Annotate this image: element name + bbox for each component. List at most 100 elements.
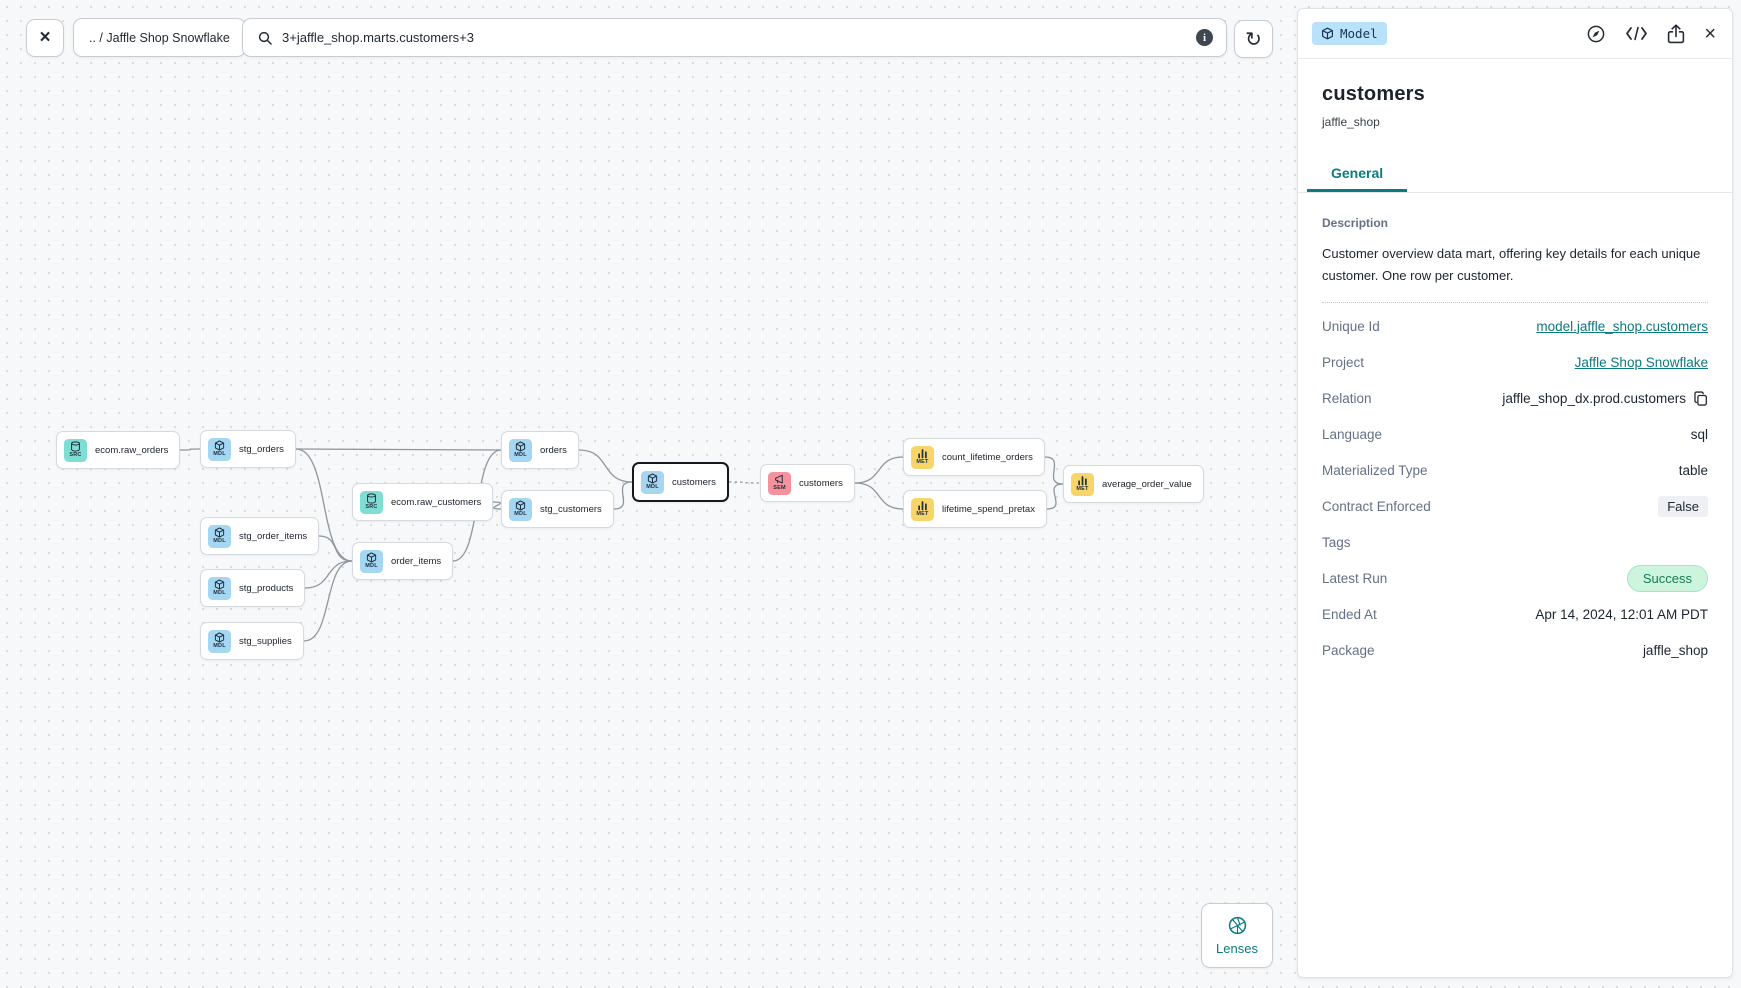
edge-lifetime_spend_pretax-to-average_order_value: [1046, 483, 1064, 510]
dag-node-label: lifetime_spend_pretax: [942, 503, 1035, 515]
dag-node-count_lifetime_orders[interactable]: MET count_lifetime_orders: [903, 438, 1045, 476]
breadcrumb-label: .. / Jaffle Shop Snowflake: [89, 30, 230, 45]
info-icon[interactable]: i: [1196, 29, 1213, 46]
cube-icon: MDL: [208, 524, 231, 548]
cube-icon: MDL: [641, 470, 664, 494]
model-kind-label: Model: [1340, 26, 1378, 41]
edge-raw_customers-to-stg_customers: [492, 501, 502, 510]
edge-stg_orders-to-orders: [295, 448, 502, 451]
cube-icon: [1321, 27, 1334, 40]
megaphone-icon: SEM: [768, 471, 791, 495]
edge-customers_sem-to-lifetime_spend_pretax: [854, 482, 904, 510]
dag-node-label: count_lifetime_orders: [942, 451, 1033, 463]
code-icon[interactable]: [1625, 26, 1648, 41]
close-lineage-button[interactable]: ×: [26, 19, 64, 57]
dag-node-label: average_order_value: [1102, 478, 1192, 490]
close-icon: ×: [39, 27, 51, 48]
bar-chart-icon: MET: [911, 497, 934, 521]
field-label-project: Project: [1322, 354, 1365, 370]
dag-node-label: stg_orders: [239, 443, 284, 455]
copy-icon[interactable]: [1693, 391, 1708, 406]
cube-icon: MDL: [208, 437, 231, 461]
dag-node-label: order_items: [391, 555, 442, 567]
field-row-project: Project Jaffle Shop Snowflake: [1322, 344, 1708, 380]
edge-customers_sem-to-count_lifetime_orders: [854, 456, 904, 484]
edge-orders-to-customers: [578, 449, 633, 483]
dag-node-lifetime_spend_pretax[interactable]: MET lifetime_spend_pretax: [903, 490, 1047, 528]
cube-icon: MDL: [509, 438, 532, 462]
lenses-label: Lenses: [1216, 941, 1258, 956]
dag-node-label: stg_supplies: [239, 635, 292, 647]
edge-stg_order_items-to-order_items: [318, 535, 353, 562]
dag-node-stg_supplies[interactable]: MDL stg_supplies: [200, 622, 304, 660]
edge-stg_orders-to-order_items: [295, 448, 353, 562]
edge-customers-to-customers_sem: [728, 481, 761, 484]
refresh-button[interactable]: ↻: [1234, 20, 1273, 58]
bar-chart-icon: MET: [1071, 472, 1094, 496]
cube-icon: MDL: [208, 576, 231, 600]
field-value-contract-enforced: False: [1658, 495, 1708, 517]
close-icon[interactable]: ×: [1704, 22, 1716, 45]
edge-raw_orders-to-stg_orders: [179, 448, 201, 451]
aperture-icon: [1227, 915, 1248, 936]
details-panel: Model × customers jaffle_shop General De…: [1297, 8, 1733, 978]
dag-node-stg_order_items[interactable]: MDL stg_order_items: [200, 517, 320, 555]
field-label-ended-at: Ended At: [1322, 606, 1377, 622]
compass-icon[interactable]: [1586, 24, 1606, 44]
dag-node-label: ecom.raw_customers: [391, 496, 482, 508]
cube-icon: MDL: [509, 497, 532, 521]
field-label-materialized-type: Materialized Type: [1322, 462, 1428, 478]
dag-node-label: ecom.raw_orders: [95, 444, 169, 456]
refresh-icon: ↻: [1245, 28, 1262, 51]
page-subtitle: jaffle_shop: [1322, 115, 1380, 129]
field-link-unique-id[interactable]: model.jaffle_shop.customers: [1536, 318, 1708, 334]
field-label-latest-run: Latest Run: [1322, 570, 1388, 586]
bar-chart-icon: MET: [911, 445, 934, 469]
dag-node-customers_sem[interactable]: SEM customers: [760, 464, 855, 502]
cube-icon: MDL: [208, 629, 231, 653]
page-title: customers: [1322, 83, 1425, 105]
dag-node-raw_orders[interactable]: SRC ecom.raw_orders: [56, 431, 181, 469]
edge-stg_products-to-order_items: [304, 560, 353, 589]
field-label-relation: Relation: [1322, 390, 1372, 406]
edge-count_lifetime_orders-to-average_order_value: [1044, 456, 1064, 485]
dag-node-label: stg_order_items: [239, 530, 308, 542]
search-icon: [258, 31, 272, 45]
field-label-contract-enforced: Contract Enforced: [1322, 498, 1431, 514]
dag-node-raw_customers[interactable]: SRC ecom.raw_customers: [352, 483, 494, 521]
field-label-unique-id: Unique Id: [1322, 318, 1380, 334]
model-kind-badge: Model: [1312, 22, 1387, 45]
status-badge: Success: [1626, 564, 1708, 592]
dag-node-average_order_value[interactable]: MET average_order_value: [1063, 465, 1204, 503]
tab-general[interactable]: General: [1307, 156, 1408, 192]
breadcrumb[interactable]: .. / Jaffle Shop Snowflake: [73, 18, 246, 57]
panel-tabbar: General: [1298, 156, 1732, 193]
cube-icon: MDL: [360, 549, 383, 573]
lenses-button[interactable]: Lenses: [1201, 903, 1273, 968]
share-icon[interactable]: [1667, 23, 1685, 44]
search-input[interactable]: [282, 30, 1196, 45]
dag-node-stg_orders[interactable]: MDL stg_orders: [200, 430, 296, 468]
dag-node-label: customers: [799, 477, 843, 489]
edge-stg_customers-to-customers: [613, 481, 633, 510]
lineage-search[interactable]: i: [242, 18, 1227, 57]
field-label-package: Package: [1322, 642, 1375, 658]
field-link-project[interactable]: Jaffle Shop Snowflake: [1574, 354, 1708, 370]
dag-node-order_items[interactable]: MDL order_items: [352, 542, 454, 580]
field-label-tags: Tags: [1322, 534, 1351, 550]
panel-header: Model ×: [1298, 9, 1732, 59]
database-icon: SRC: [64, 438, 87, 462]
database-icon: SRC: [360, 490, 383, 514]
